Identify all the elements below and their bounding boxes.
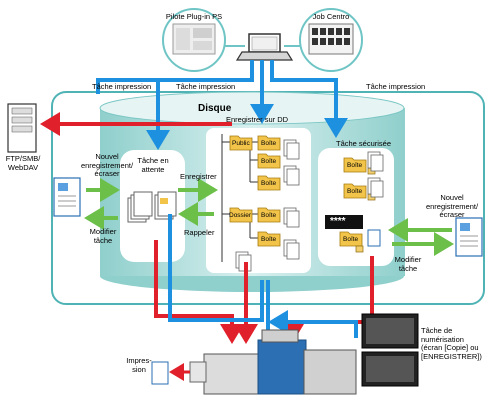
folder-boite-label: Boîte [261,180,277,187]
folder-boite-label: Boîte [261,236,277,243]
job-centro-label: Job Centro [312,12,350,21]
print-output-flow-arrow [154,240,244,344]
hdd-panel [206,128,311,273]
print-job-label: Tâche impression [366,82,426,91]
printer-machine [189,329,357,395]
printed-document-icon [151,361,169,385]
right-new-save-label: Nouvel enregistrement/ écraser [425,193,479,219]
scan-flow-arrow [168,214,358,338]
folder-icons [229,135,281,247]
computer-icon [235,33,294,61]
left-new-save-label: Nouvel enregistrement/ écraser [80,152,134,178]
scan-job-label: Tâche de numérisation (écran [Copie] ou … [421,326,482,361]
disk-title: Disque [198,103,232,114]
secure-folder-label: Boîte [347,162,363,169]
hdd-label: Enregistrer sur DD [226,115,289,124]
hdd-document-stacks [235,139,300,272]
password-mask: **** [330,216,346,227]
pilote-plugin-window[interactable] [162,8,226,72]
ftp-label: FTP/SMB/ WebDAV [5,154,41,172]
job-centro-window[interactable] [299,8,363,72]
pilote-plugin-label: Pilote Plug-in PS [165,12,223,21]
print-job-flow-arrow [270,60,348,138]
folder-boite-label: Boîte [261,140,277,147]
left-document-icon [53,177,81,217]
print-job-flow-arrow [96,78,252,94]
held-jobs-label: Tâche en attente [137,156,169,174]
control-panel-screens [361,313,419,387]
secure-folder-label: Boîte [343,236,359,243]
secure-folder-label: Boîte [347,188,363,195]
print-job-label: Tâche impression [92,82,152,91]
held-job-documents [127,191,177,223]
right-document-icon [455,217,483,257]
secure-folders [339,157,367,247]
secure-new-doc-icon [367,229,381,247]
ftp-server-icon [7,103,37,153]
print-job-label: Tâche impression [176,82,236,91]
folder-dossier-label: Dossier [229,212,252,219]
folder-boite-label: Boîte [261,158,277,165]
recall-label: Rappeler [184,228,215,237]
secure-document-stacks [367,151,384,198]
print-label: Impres- sion [126,356,152,374]
secure-jobs-label: Tâche sécurisée [336,139,392,148]
folder-boite-label: Boîte [261,212,277,219]
right-modify-label: Modifier tâche [394,255,422,273]
save-label: Enregistrer [180,172,217,181]
folder-public-label: Public [232,140,250,147]
password-box [325,215,363,229]
left-modify-label: Modifier tâche [89,227,117,245]
